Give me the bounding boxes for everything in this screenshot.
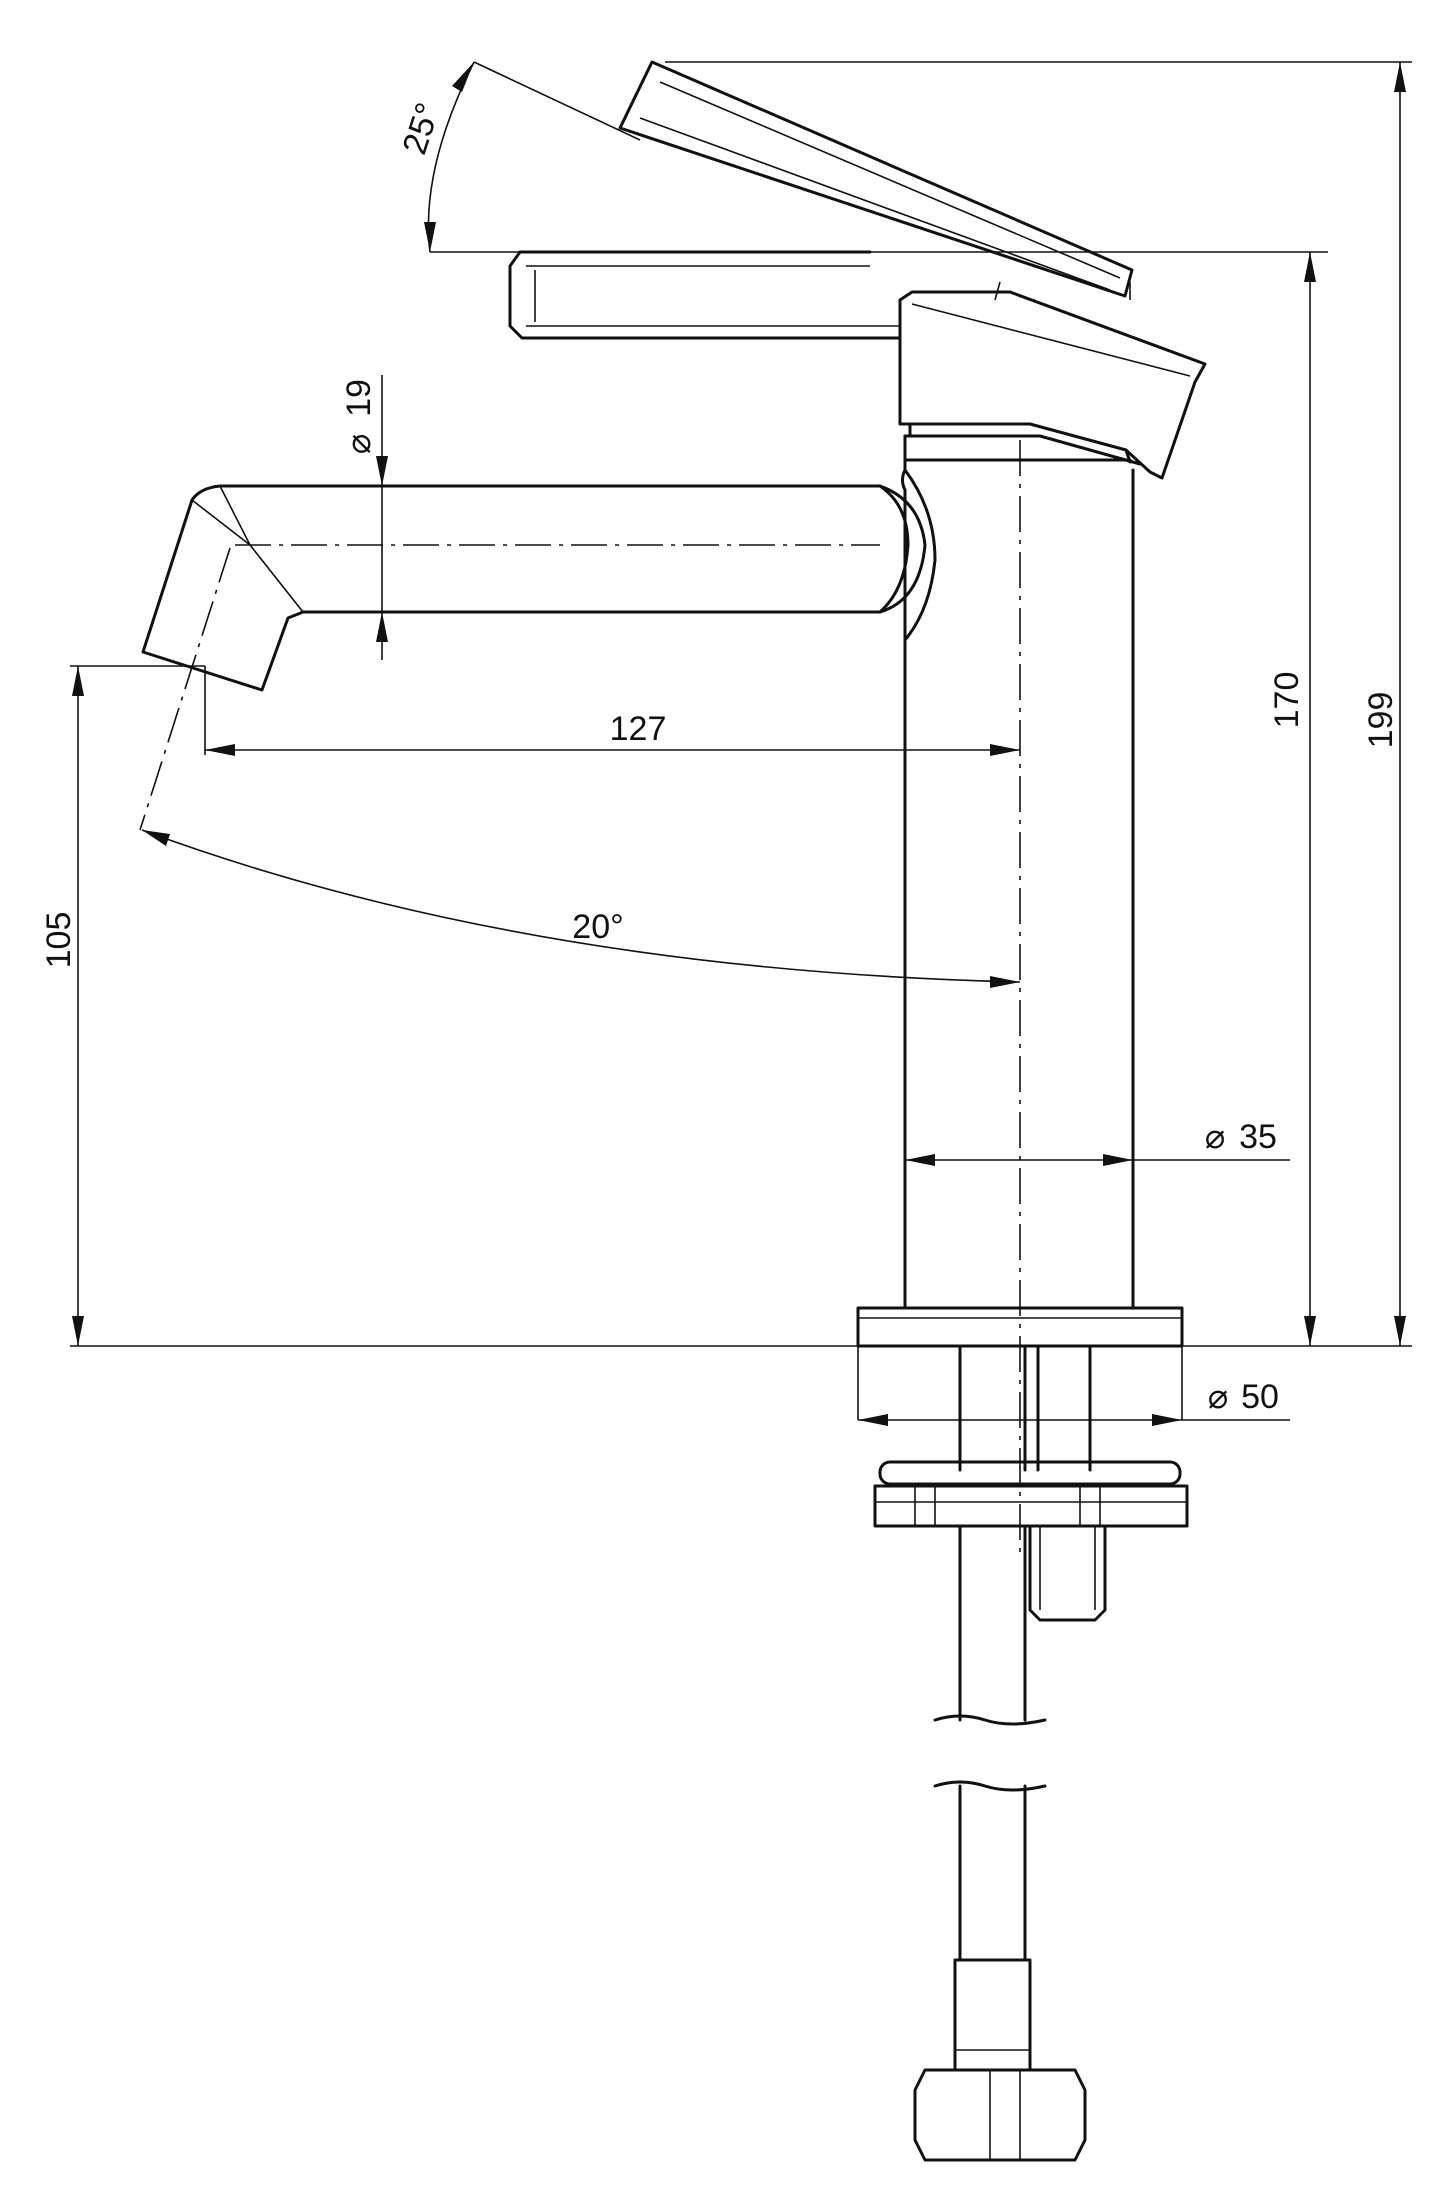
faucet-body — [901, 434, 1135, 1310]
supply-hose — [913, 1524, 1087, 2162]
diameter-symbol: ⌀ — [1205, 1118, 1225, 1156]
dim-total-height: 199 — [1362, 692, 1400, 749]
dimension-labels: 199 170 105 127 20° 25° ⌀ 19 ⌀ 35 ⌀ 50 — [40, 98, 1400, 1416]
dim-spout-height: 105 — [40, 912, 78, 969]
center-lines — [139, 440, 1021, 1560]
shank — [958, 1344, 1092, 1472]
spout — [141, 468, 937, 692]
dimension-lines — [72, 61, 1406, 1426]
dim-spout-diameter: ⌀ 19 — [340, 379, 378, 454]
extension-lines — [70, 61, 1412, 1421]
dim-spout-angle: 20° — [572, 908, 623, 946]
dim-spout-reach: 127 — [610, 710, 667, 748]
spout-diameter-value: 19 — [340, 379, 378, 417]
raised-handle — [618, 60, 1134, 298]
diameter-symbol: ⌀ — [1208, 1378, 1228, 1416]
dim-body-diameter: ⌀ 35 — [1205, 1118, 1277, 1156]
lever-body — [898, 281, 1207, 480]
horizontal-handle — [508, 250, 902, 340]
dim-handle-height: 170 — [1268, 672, 1306, 729]
base-diameter-value: 50 — [1241, 1378, 1279, 1416]
diameter-symbol: ⌀ — [340, 434, 378, 454]
mounting-hardware — [873, 1460, 1189, 1622]
body-diameter-value: 35 — [1239, 1118, 1277, 1156]
dim-base-diameter: ⌀ 50 — [1208, 1378, 1279, 1416]
